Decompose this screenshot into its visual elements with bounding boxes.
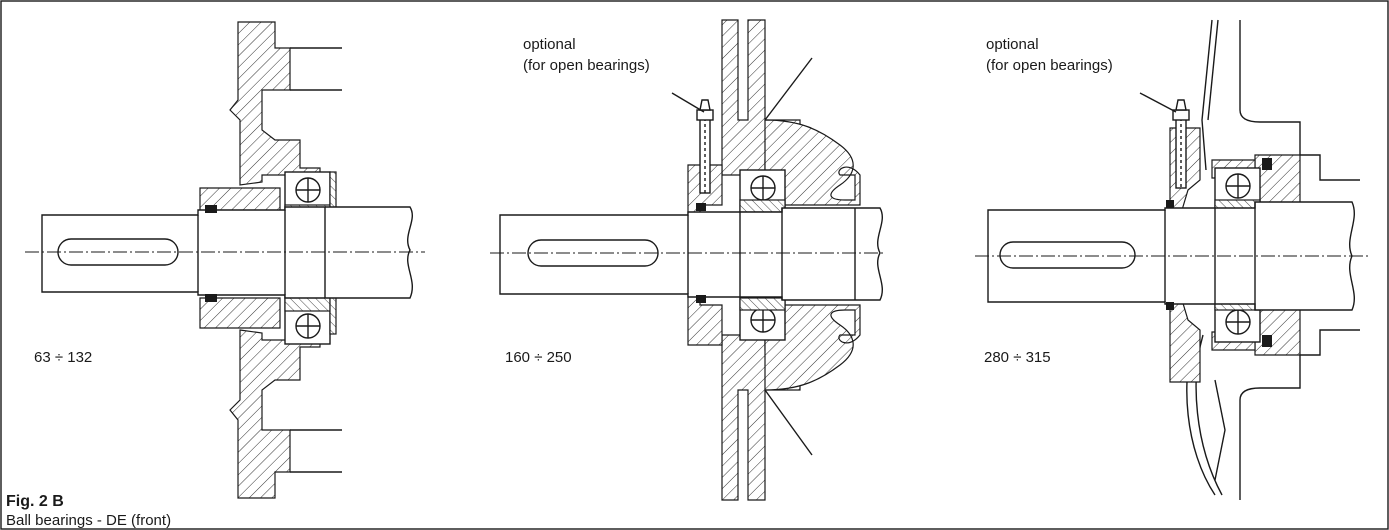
figure-title: Fig. 2 B [6, 493, 64, 510]
panel-3-note-line-2: (for open bearings) [986, 57, 1113, 74]
panel-2-note-line-2: (for open bearings) [523, 57, 650, 74]
panel-3-drawing [975, 19, 1368, 500]
figure-subtitle: Ball bearings - DE (front) [6, 512, 171, 529]
panel-2-drawing [490, 19, 885, 501]
panel-2-note-line-1: optional [523, 36, 576, 53]
panel-3-note-line-1: optional [986, 36, 1039, 53]
panel-2-range-label: 160 ÷ 250 [505, 349, 572, 366]
panel-1-range-label: 63 ÷ 132 [34, 349, 92, 366]
panel-3-range-label: 280 ÷ 315 [984, 349, 1051, 366]
panel-1-drawing [25, 21, 425, 499]
